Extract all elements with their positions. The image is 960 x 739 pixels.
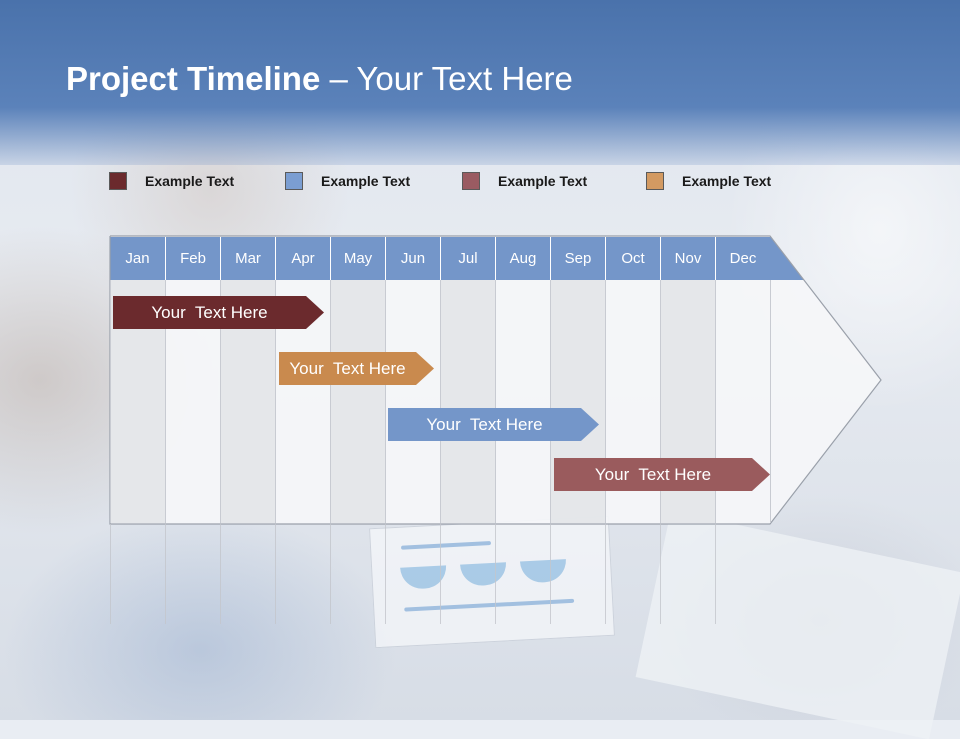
task-label: Your Text Here	[594, 465, 712, 484]
month-gridline	[440, 280, 441, 523]
month-label-jan: Jan	[125, 250, 150, 267]
month-label-jun: Jun	[385, 237, 440, 280]
legend-item: Example Text	[109, 170, 234, 192]
task-bar[interactable]: Your Text Here	[279, 352, 434, 385]
month-gridline-extension	[110, 524, 111, 624]
task-bar[interactable]: Your Text Here	[388, 408, 599, 441]
month-gridline-extension	[385, 524, 386, 624]
title-bold: Project Timeline	[66, 60, 321, 97]
month-gridline	[110, 280, 111, 523]
task-bar[interactable]: Your Text Here	[113, 296, 324, 329]
task-label: Your Text Here	[151, 303, 268, 322]
title-band	[0, 0, 960, 165]
legend-item: Example Text	[646, 170, 771, 192]
legend-label: Example Text	[498, 173, 588, 189]
month-gridline-extension	[275, 524, 276, 624]
legend-item: Example Text	[462, 170, 587, 192]
legend-item: Example Text	[285, 170, 410, 192]
month-gridline	[495, 280, 496, 523]
legend-swatch	[285, 172, 303, 190]
month-gridline	[330, 280, 331, 523]
month-label-nov: Nov	[660, 237, 715, 280]
month-label-jul: Jul	[440, 237, 495, 280]
month-gridline	[275, 280, 276, 523]
month-gridline	[660, 280, 661, 523]
task-label: Your Text Here	[289, 359, 406, 378]
month-gridline-extension	[440, 524, 441, 624]
month-gridline	[770, 280, 771, 523]
month-label-may: May	[330, 237, 385, 280]
legend-swatch	[646, 172, 664, 190]
legend-swatch	[109, 172, 127, 190]
month-gridline-extension	[550, 524, 551, 624]
month-label-feb: Feb	[165, 237, 220, 280]
slide-title: Project Timeline – Your Text Here	[66, 60, 573, 98]
month-label-apr: Apr	[275, 237, 330, 280]
legend-label: Example Text	[145, 173, 235, 189]
month-label-dec: Dec	[715, 237, 770, 280]
legend-swatch	[462, 172, 480, 190]
month-gridline-extension	[165, 524, 166, 624]
month-gridline-extension	[605, 524, 606, 624]
task-label: Your Text Here	[426, 415, 543, 434]
month-gridline	[715, 280, 716, 523]
month-gridline-extension	[220, 524, 221, 624]
month-label-oct: Oct	[605, 237, 660, 280]
month-label-mar: Mar	[220, 237, 275, 280]
month-gridline	[550, 280, 551, 523]
month-column-shade	[440, 280, 495, 523]
month-gridline	[385, 280, 386, 523]
month-gridline-extension	[660, 524, 661, 624]
title-rest: – Your Text Here	[320, 60, 573, 97]
month-gridline	[165, 280, 166, 523]
month-gridline-extension	[330, 524, 331, 624]
month-gridline	[220, 280, 221, 523]
month-gridline-extension	[495, 524, 496, 624]
legend-label: Example Text	[321, 173, 411, 189]
month-label-sep: Sep	[550, 237, 605, 280]
month-column-shade	[330, 280, 385, 523]
month-label-aug: Aug	[495, 237, 550, 280]
legend-label: Example Text	[682, 173, 772, 189]
month-gridline	[605, 280, 606, 523]
month-gridline-extension	[715, 524, 716, 624]
task-bar[interactable]: Your Text Here	[554, 458, 770, 491]
